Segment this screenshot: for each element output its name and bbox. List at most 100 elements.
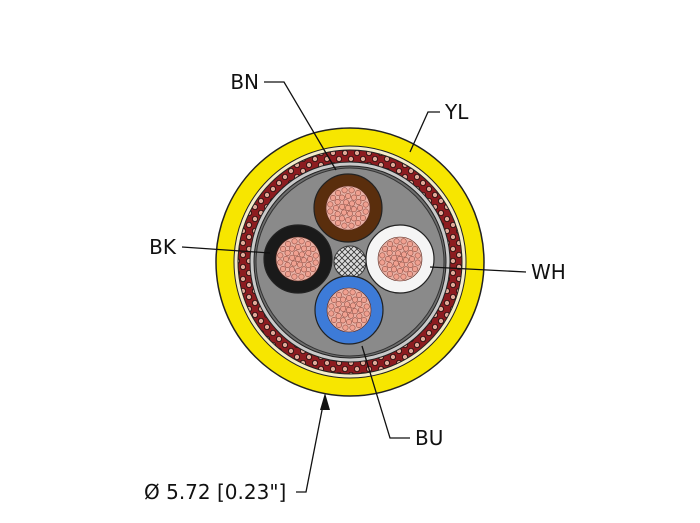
copper-strand	[291, 260, 297, 267]
copper-strand	[327, 201, 334, 208]
copper-strand	[361, 297, 367, 303]
copper-strand	[291, 238, 298, 245]
copper-strand	[295, 256, 301, 262]
copper-strand	[356, 313, 363, 319]
copper-strand	[362, 201, 369, 208]
copper-strand	[348, 187, 355, 194]
copper-strand	[352, 296, 358, 303]
leader-line-bu	[361, 345, 410, 439]
copper-strand	[305, 241, 311, 248]
copper-strand	[357, 205, 363, 211]
copper-strand	[300, 257, 307, 264]
label-bn: BN	[230, 70, 259, 94]
copper-strand	[412, 246, 418, 253]
copper-strand	[336, 321, 342, 328]
core-brown	[313, 173, 383, 243]
copper-strand	[349, 200, 355, 207]
copper-strand	[362, 208, 369, 215]
copper-strand	[386, 262, 393, 268]
copper-strand	[280, 266, 286, 272]
label-bk: BK	[149, 235, 177, 259]
copper-strand	[289, 245, 295, 252]
copper-strand	[345, 193, 351, 199]
copper-strand	[331, 317, 337, 323]
leader-line-wh	[429, 266, 527, 273]
copper-strand	[407, 250, 414, 256]
copper-strand	[339, 203, 346, 210]
copper-strand	[289, 266, 295, 273]
copper-strand	[403, 266, 409, 273]
copper-strand	[312, 259, 319, 266]
copper-strand	[312, 252, 319, 259]
copper-strand	[277, 259, 284, 266]
copper-strand	[342, 311, 348, 318]
copper-strand	[393, 238, 400, 245]
copper-strand	[285, 241, 291, 247]
copper-strand	[407, 241, 413, 248]
copper-strand	[350, 206, 357, 213]
copper-strand	[342, 324, 349, 331]
copper-strand	[334, 211, 341, 217]
copper-strand	[301, 266, 307, 273]
diameter-arrow-head	[320, 393, 330, 410]
copper-strand	[391, 266, 397, 273]
copper-strand	[414, 259, 421, 266]
copper-strand	[349, 324, 356, 331]
copper-strand	[285, 270, 291, 277]
copper-strand	[348, 222, 355, 229]
copper-strand	[351, 308, 358, 315]
core-white	[365, 224, 435, 294]
copper-strand	[351, 194, 357, 201]
copper-strand	[334, 307, 340, 313]
copper-strand	[387, 241, 393, 247]
copper-strand	[293, 250, 300, 257]
copper-strand	[407, 262, 414, 268]
copper-strand	[310, 246, 316, 253]
copper-strand	[291, 273, 298, 280]
copper-strand	[379, 259, 386, 266]
copper-strand	[340, 317, 346, 324]
copper-strand	[400, 273, 407, 280]
label-wh: WH	[531, 260, 566, 284]
copper-strand	[284, 250, 291, 256]
copper-strand	[335, 313, 342, 319]
copper-strand	[350, 302, 356, 309]
copper-strand	[299, 251, 305, 258]
copper-strand	[363, 303, 370, 310]
copper-strand	[356, 322, 362, 328]
copper-strand	[331, 297, 338, 303]
copper-strand	[363, 310, 370, 317]
copper-strand	[342, 289, 349, 296]
copper-strand	[355, 211, 362, 217]
copper-strand	[339, 194, 345, 201]
copper-strand	[379, 252, 386, 259]
copper-strand	[387, 270, 393, 277]
copper-strand	[305, 250, 312, 256]
copper-strand	[360, 317, 367, 323]
copper-strand	[391, 245, 397, 252]
copper-strand	[295, 244, 301, 250]
copper-strand	[334, 199, 341, 205]
copper-strand	[333, 205, 339, 211]
copper-strand	[341, 187, 348, 194]
copper-strand	[401, 251, 407, 258]
copper-strand	[301, 245, 307, 252]
copper-strand	[346, 307, 352, 313]
core-blue	[314, 275, 384, 345]
copper-strand	[356, 292, 362, 299]
copper-strand	[351, 215, 357, 222]
copper-strand	[360, 195, 366, 202]
copper-strand	[330, 195, 337, 201]
copper-strand	[327, 208, 334, 215]
copper-strand	[391, 254, 398, 261]
copper-strand	[407, 271, 413, 277]
copper-strand	[336, 292, 342, 298]
copper-strand	[359, 215, 366, 222]
copper-strand	[335, 219, 341, 226]
copper-strand	[346, 295, 352, 301]
copper-strand	[283, 256, 289, 262]
copper-strand	[298, 273, 305, 280]
copper-strand	[355, 199, 362, 205]
copper-strand	[277, 252, 284, 259]
